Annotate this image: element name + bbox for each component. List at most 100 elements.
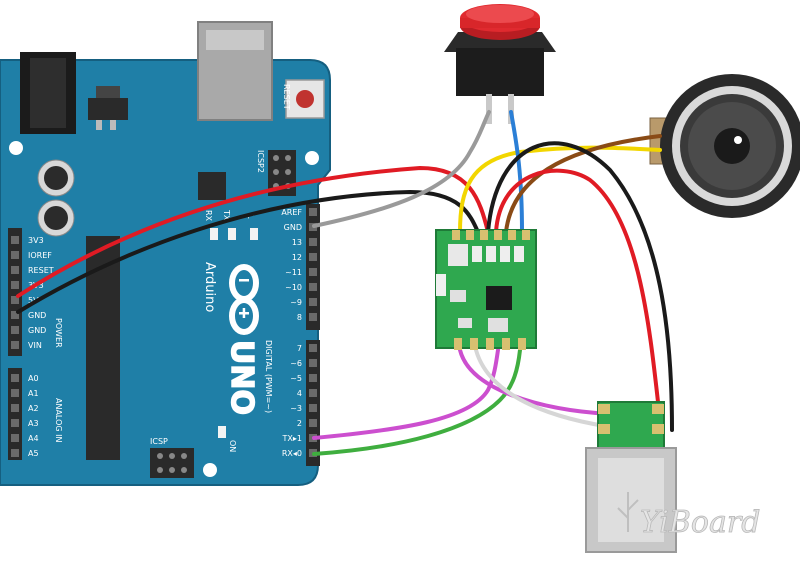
button-leg [486,94,492,124]
pin-label: GND [284,223,302,232]
header-pin [309,238,317,246]
capacitor [37,159,75,197]
arduino-uno-board: RESET ICSP2 RX TX L [0,21,331,486]
header-pin [11,341,19,349]
arduino-infinity-logo [229,264,259,335]
reset-label: RESET [282,84,291,110]
push-button[interactable] [444,4,556,124]
header-pin [309,389,317,397]
rx-label: RX [204,210,213,222]
pin-label: 8 [297,313,302,322]
reset-button[interactable] [285,79,325,119]
microcontroller-chip [86,236,120,460]
pin-label: A5 [28,449,39,458]
wire-red-usb [494,168,662,422]
button-leg [508,94,514,124]
pin-label: ~6 [290,359,302,368]
wire-black-usb [486,141,674,432]
header-pin [11,404,19,412]
header-pin [309,419,317,427]
wire-white-usb [474,348,620,430]
mp3-module [435,229,537,350]
pin-label: 7 [297,344,302,353]
power-section-label: POWER [54,318,63,348]
mounting-hole [203,463,217,477]
wires [16,110,674,456]
header-pin [309,374,317,382]
header-pin [309,359,317,367]
pin-label: A0 [28,374,39,383]
pin-label: A1 [28,389,39,398]
pin-label: AREF [281,208,302,217]
pin-label: RESET [28,266,54,275]
wire-gray-button [312,110,491,228]
usb-b-connector [197,21,273,121]
module-bottom-pins [454,338,526,350]
pin-label: A2 [28,404,39,413]
pin-label: VIN [28,341,42,350]
digital-header-bottom [306,340,320,466]
pin-label: ~9 [290,298,302,307]
yiboard-watermark-text: YiBoard [640,505,760,540]
pin-label: 4 [297,389,302,398]
pin-label: ~5 [290,374,302,383]
pin-label: 13 [292,238,302,247]
header-pin [11,251,19,259]
pin-label: TX▸1 [282,434,302,443]
header-pin [309,208,317,216]
pin-label: ~10 [285,283,302,292]
arduino-brand-text: Arduino [202,262,217,312]
on-led [218,426,226,438]
micro-usb-port [436,274,446,296]
tx-led [228,228,236,240]
pin-label: 12 [292,253,302,262]
header-pin [309,344,317,352]
wire-yellow-button [458,145,662,234]
digital-header-top [306,204,320,330]
header-pin [309,404,317,412]
module-component [448,244,468,266]
wire-green-rx [312,348,522,456]
pin-label: A3 [28,419,39,428]
header-pin [11,389,19,397]
header-pin [309,253,317,261]
pin-label: IOREF [28,251,52,260]
dc-power-jack [20,52,76,134]
wire-red-5v [16,165,490,298]
header-pin [11,326,19,334]
wire-magenta-usb [458,348,612,416]
header-pin [11,311,19,319]
yiboard-watermark: YiBoard [617,492,761,540]
usb-a-breakout [585,401,677,553]
header-pin [11,449,19,457]
pin-label: ~11 [285,268,302,277]
capacitor [37,199,75,237]
mounting-hole [9,141,23,155]
header-pin [309,268,317,276]
usb-chip [198,172,226,200]
module-top-pins [452,230,530,240]
wire-blue-button [509,110,524,234]
digital-section-label: DIGITAL (PWM=~) [264,340,273,413]
on-label: ON [228,440,237,452]
tx-label: TX [222,209,231,221]
analog-section-label: ANALOG IN [54,398,63,443]
usb-icon [617,492,639,532]
pin-label: ~3 [290,404,302,413]
header-pin [11,296,19,304]
pin-label: GND [28,326,46,335]
header-pin [309,283,317,291]
icsp-header [150,448,194,478]
header-pin [11,266,19,274]
icsp2-label: ICSP2 [256,150,265,173]
rx-led [210,228,218,240]
pin-label: A4 [28,434,39,443]
uno-model-text: UNO [224,340,259,415]
header-pin [11,281,19,289]
pin-label: 3V3 [28,236,44,245]
pin-label: RX◂0 [282,449,302,458]
wire-brown-speaker [504,134,662,234]
pin-label: 2 [297,419,302,428]
mounting-hole [305,151,319,165]
header-pin [309,313,317,321]
